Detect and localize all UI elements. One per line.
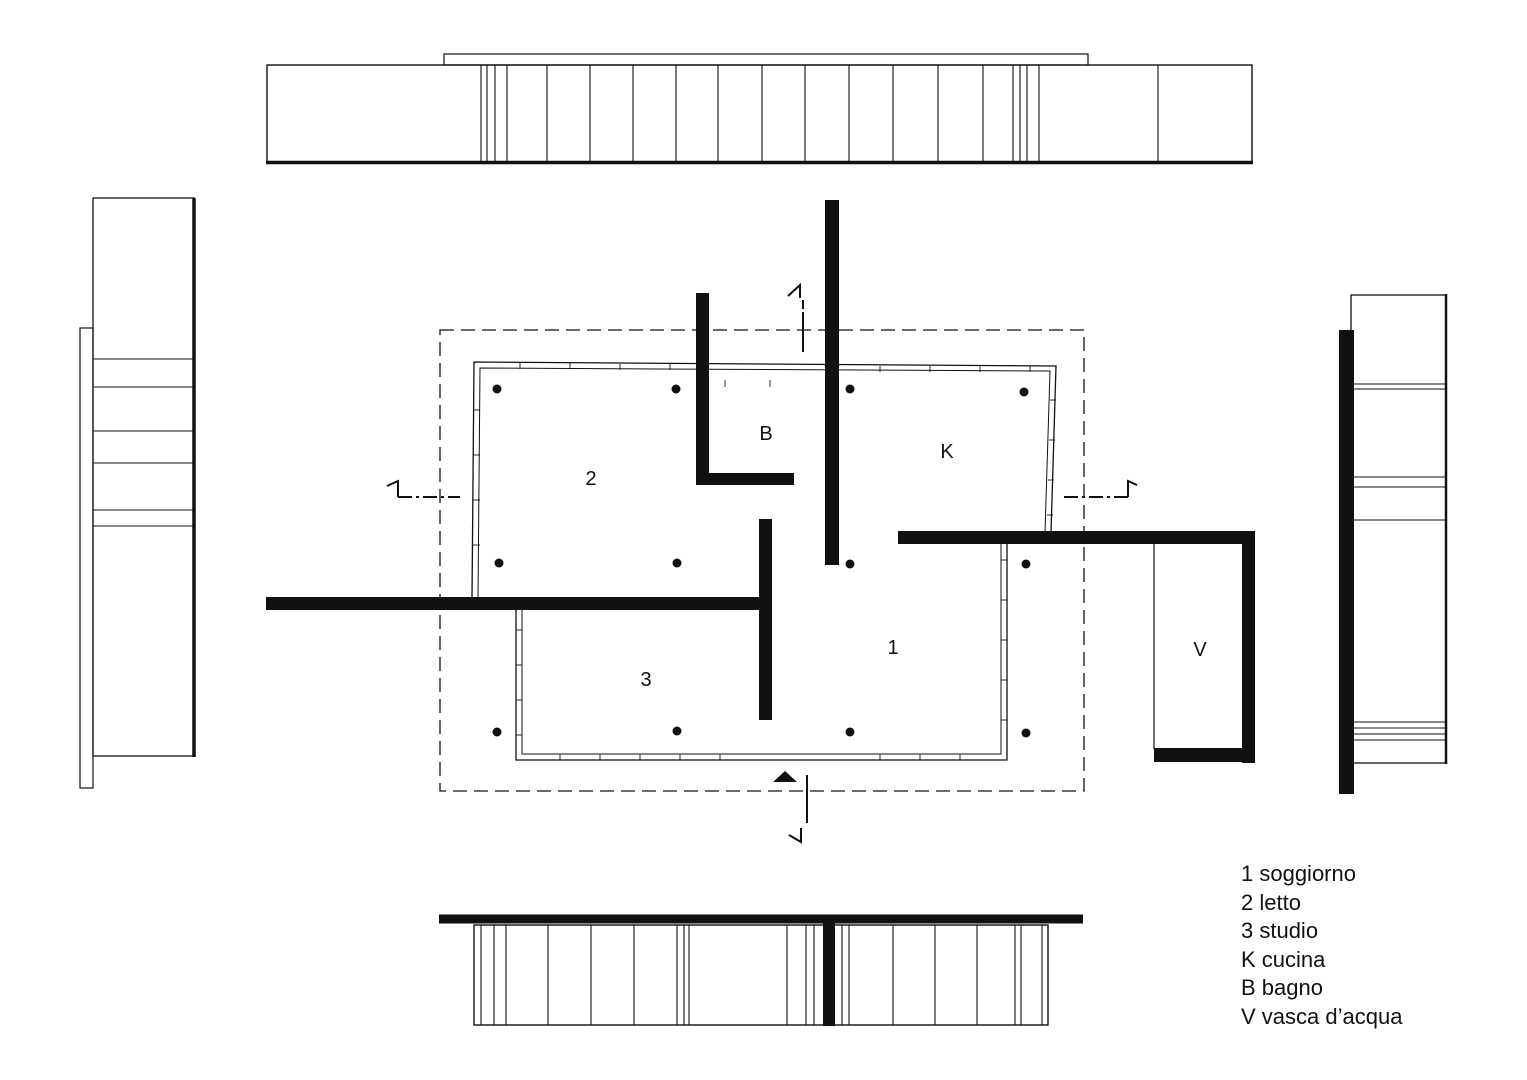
room-label-cucina: K bbox=[940, 441, 954, 463]
column bbox=[1021, 559, 1031, 569]
left-elevation bbox=[79, 197, 196, 789]
section-marker-bottom bbox=[788, 775, 808, 844]
glass-mullion-ticks bbox=[473, 363, 1056, 760]
wall-pool-east bbox=[1242, 531, 1255, 763]
legend-item-soggiorno: 1 soggiorno bbox=[1241, 861, 1356, 886]
section-markers bbox=[386, 282, 1138, 844]
top-elevation-roof-cap bbox=[443, 53, 1089, 66]
legend-item-vasca: V vasca d’acqua bbox=[1241, 1003, 1403, 1029]
column bbox=[845, 559, 855, 569]
left-elevation-bands bbox=[93, 358, 194, 527]
room-label-studio: 3 bbox=[640, 669, 651, 691]
floor-plan: 1 2 3 K B V bbox=[266, 200, 1255, 844]
legend: 1 soggiorno 2 letto 3 studio K cucina B … bbox=[1241, 860, 1402, 1032]
section-marker-left bbox=[386, 479, 460, 498]
room-label-bagno: B bbox=[759, 423, 772, 445]
bottom-elevation-wall bbox=[823, 923, 835, 1026]
bottom-elevation-body bbox=[473, 924, 1049, 1026]
room-label-vasca: V bbox=[1193, 639, 1207, 661]
column bbox=[492, 727, 502, 737]
column bbox=[672, 558, 682, 568]
wall-east-long bbox=[898, 531, 1255, 544]
wall-studio-vertical bbox=[759, 519, 772, 720]
top-elevation bbox=[266, 53, 1253, 165]
top-elevation-mullions bbox=[480, 65, 1159, 162]
column bbox=[1021, 728, 1031, 738]
right-elevation bbox=[1339, 294, 1448, 794]
top-elevation-body bbox=[266, 64, 1253, 163]
bottom-elevation bbox=[439, 914, 1083, 1026]
right-elevation-roof-slab bbox=[1339, 330, 1354, 794]
column bbox=[845, 384, 855, 394]
bottom-elevation-mullions bbox=[480, 925, 1043, 1025]
walls bbox=[266, 200, 1255, 763]
wall-bathroom-horizontal bbox=[696, 473, 794, 485]
columns bbox=[492, 384, 1031, 738]
column bbox=[672, 726, 682, 736]
room-labels: 1 2 3 K B V bbox=[585, 423, 1207, 691]
section-marker-top bbox=[787, 282, 804, 352]
column bbox=[494, 558, 504, 568]
wall-pool-south bbox=[1154, 748, 1255, 762]
wall-north-long bbox=[825, 200, 839, 565]
legend-item-bagno: B bagno bbox=[1241, 975, 1323, 1001]
room-label-letto: 2 bbox=[585, 468, 596, 490]
left-elevation-body bbox=[92, 197, 195, 757]
column bbox=[492, 384, 502, 394]
legend-item-studio: 3 studio bbox=[1241, 918, 1319, 944]
entrance-arrow bbox=[773, 771, 797, 782]
legend-item-letto: 2 letto bbox=[1241, 889, 1301, 915]
right-elevation-bands bbox=[1354, 383, 1446, 741]
legend-item-cucina: K cucina bbox=[1241, 946, 1326, 972]
right-elevation-body bbox=[1350, 294, 1447, 764]
wall-west-long bbox=[266, 597, 766, 610]
column bbox=[671, 384, 681, 394]
roof-outline bbox=[439, 329, 1085, 792]
wall-bathroom-vertical bbox=[696, 293, 709, 485]
section-marker-right bbox=[1064, 479, 1138, 498]
room-label-soggiorno: 1 bbox=[887, 637, 898, 659]
column bbox=[1019, 387, 1029, 397]
column bbox=[845, 727, 855, 737]
left-elevation-roof-cap bbox=[79, 327, 94, 789]
